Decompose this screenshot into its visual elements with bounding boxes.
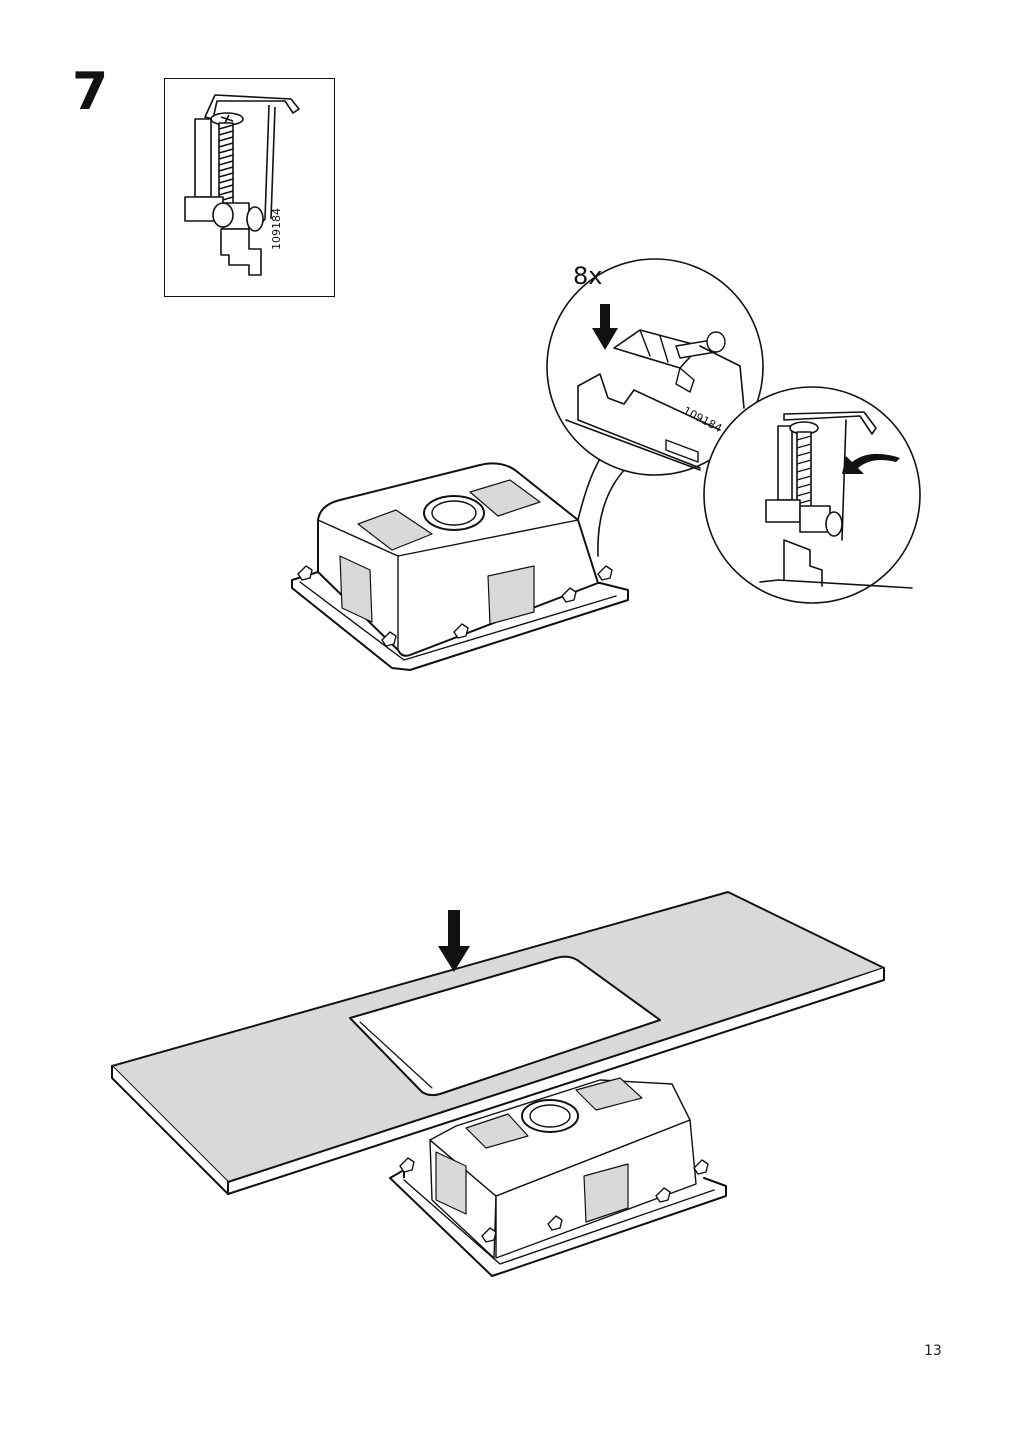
mounting-clip-icon — [184, 94, 300, 276]
part-reference-box — [164, 78, 335, 297]
step-number: 7 — [72, 62, 109, 122]
quantity-label: 8x — [573, 262, 603, 290]
countertop — [111, 891, 885, 1195]
detail-circle-clip-insert — [546, 258, 764, 476]
page-number: 13 — [924, 1343, 942, 1359]
detail-circle-clip-rotate — [703, 386, 921, 604]
sink-upside-down — [291, 449, 629, 671]
sink-below-countertop — [389, 1077, 727, 1277]
